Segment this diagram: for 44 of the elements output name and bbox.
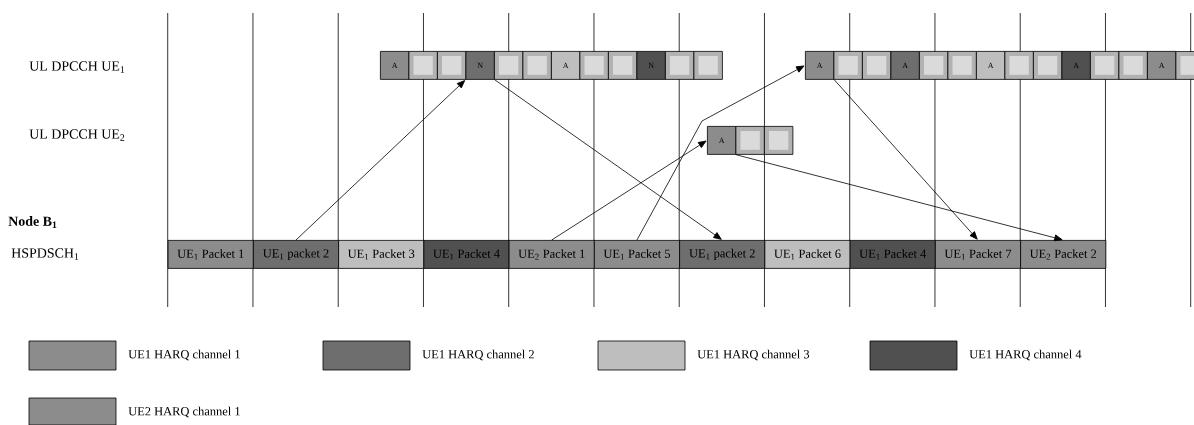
legend-text: UE1 HARQ channel 1 xyxy=(128,349,240,361)
legend-text: UE1 HARQ channel 3 xyxy=(697,349,810,361)
slot-box: UE$_{1}$ Packet 5 xyxy=(593,240,680,269)
row-label: UL DPCCH UE$_{2}$ xyxy=(29,129,125,141)
slot-box: UE$_{1}$ packet 2 xyxy=(679,240,766,269)
slot-box xyxy=(1033,51,1063,80)
slot-box xyxy=(408,51,438,80)
slot-box xyxy=(862,51,892,80)
slot-box xyxy=(1175,51,1194,80)
legend-text: UE1 HARQ channel 2 xyxy=(422,349,534,361)
slot-box xyxy=(833,51,863,80)
slot-box xyxy=(437,51,467,80)
slot-box xyxy=(608,51,638,80)
slot-box xyxy=(665,51,695,80)
slot-box: UE$_{1}$ Packet 1 xyxy=(167,240,254,269)
row-label: HSPDSCH$_{1}$ xyxy=(11,248,79,260)
slot-box: UE$_{2}$ Packet 2 xyxy=(1020,240,1107,269)
slot-box xyxy=(947,51,977,80)
slot-box: UE$_{1}$ Packet 7 xyxy=(934,240,1021,269)
slot-box xyxy=(1004,51,1034,80)
arrow xyxy=(636,65,805,241)
slot-box: UE$_{1}$ packet 2 xyxy=(252,240,339,269)
slot-box: UE$_{1}$ Packet 3 xyxy=(338,240,425,269)
slot-box xyxy=(579,51,609,80)
slot-box xyxy=(693,51,723,80)
slot-box: UE$_{2}$ Packet 1 xyxy=(508,240,595,269)
arrow xyxy=(494,79,722,240)
slot-box xyxy=(522,51,552,80)
row-label: UL DPCCH UE$_{1}$ xyxy=(29,61,125,73)
slot-box xyxy=(735,126,765,155)
arrow xyxy=(551,140,707,241)
slot-box xyxy=(919,51,949,80)
slot-box xyxy=(1118,51,1148,80)
slot-box xyxy=(764,126,794,155)
legend-text: UE2 HARQ channel 1 xyxy=(128,406,240,418)
arrow xyxy=(833,79,978,240)
slot-box xyxy=(494,51,524,80)
slot-box: UE$_{1}$ Packet 4 xyxy=(423,240,510,269)
station-label: Node B$_{1}$ xyxy=(8,216,57,228)
arrow xyxy=(295,80,466,241)
slot-box xyxy=(1090,51,1120,80)
arrow xyxy=(735,154,1063,242)
slot-box: UE$_{1}$ Packet 6 xyxy=(764,240,851,269)
legend-text: UE1 HARQ channel 4 xyxy=(969,349,1082,361)
